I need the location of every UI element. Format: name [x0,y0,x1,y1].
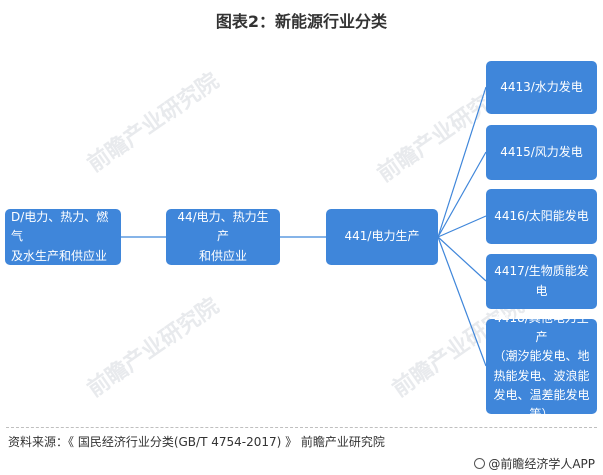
brand-credit: @前瞻经济学人APP [474,455,595,472]
node-4413-hydro: 4413/水力发电 [486,61,597,114]
connector-l3-4416 [437,215,487,238]
node-4418-other-power: 4418/其他电力生产 （潮汐能发电、地 热能发电、波浪能 发电、温差能发电 等… [486,311,597,421]
node-44-power-heat-label: 44/电力、热力生产 和供应业 [177,210,269,263]
footer-divider [6,427,597,428]
node-4416-solar-label: 4416/太阳能发电 [494,208,589,223]
node-4416-solar: 4416/太阳能发电 [486,189,597,244]
node-d-utilities: D/电力、热力、燃气 及水生产和供应业 [5,209,121,265]
node-4413-hydro-label: 4413/水力发电 [500,79,583,94]
brand-credit-label: @前瞻经济学人APP [488,457,595,471]
node-4418-other-power-label: 4418/其他电力生产 （潮汐能发电、地 热能发电、波浪能 发电、温差能发电 等… [493,310,590,421]
node-4417-biomass-label: 4417/生物质能发电 [494,264,589,298]
brand-logo-icon [474,458,486,469]
node-4415-wind: 4415/风力发电 [486,125,597,180]
node-4415-wind-label: 4415/风力发电 [500,144,583,159]
connector-l3-4417 [437,236,487,282]
connector-l3-4418 [437,236,487,367]
node-d-utilities-label: D/电力、热力、燃气 及水生产和供应业 [11,210,109,263]
connector-l3-4415 [437,151,487,238]
node-4417-biomass: 4417/生物质能发电 [486,254,597,309]
node-441-power-generation-label: 441/电力生产 [344,229,420,244]
chart-title: 图表2：新能源行业分类 [215,12,388,31]
node-44-power-heat: 44/电力、热力生产 和供应业 [166,209,280,265]
node-441-power-generation: 441/电力生产 [326,209,438,265]
connector-l3-4413 [437,86,487,238]
source-note: 资料来源：《 国民经济行业分类(GB/T 4754-2017) 》 前瞻产业研究… [8,435,385,449]
